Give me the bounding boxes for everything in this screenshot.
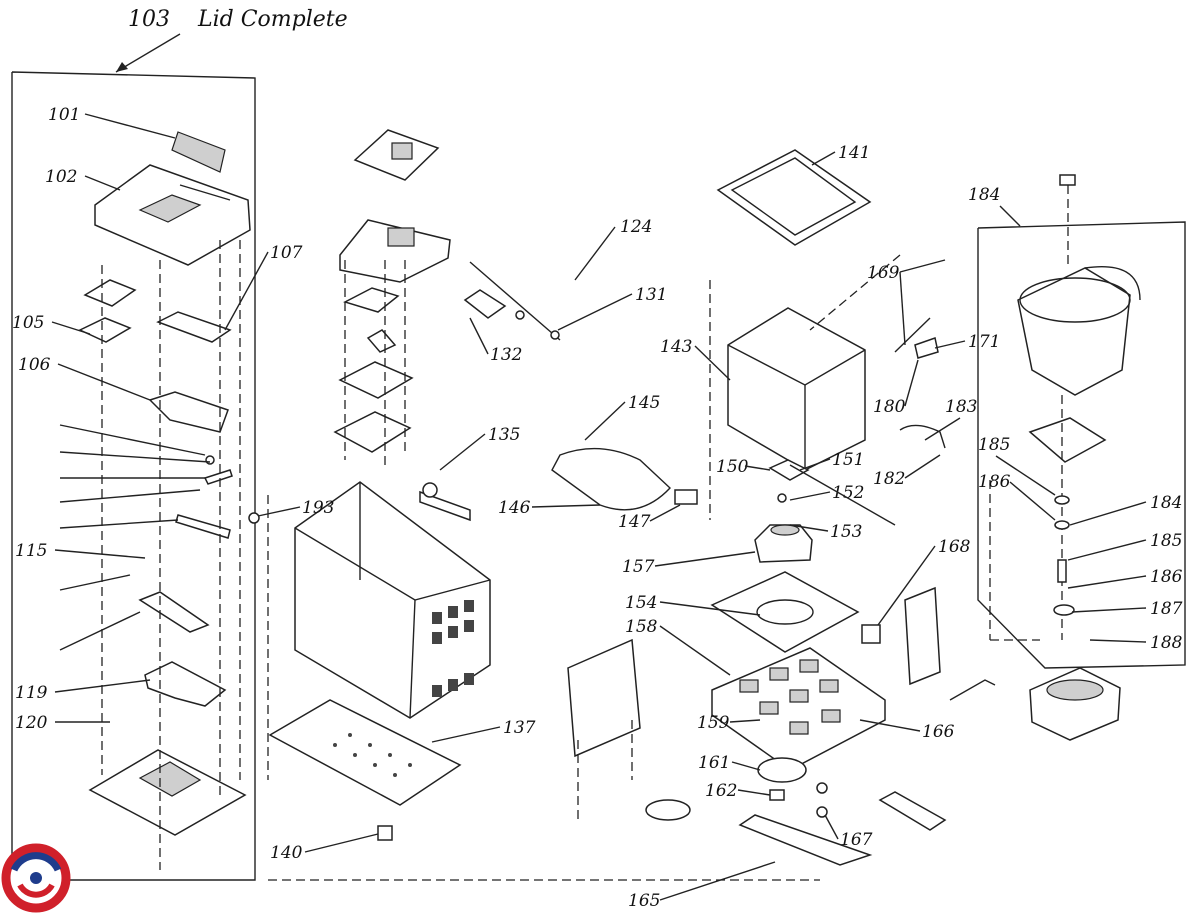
part-pan-clip	[1059, 174, 1076, 186]
part-vent-cover	[138, 591, 210, 633]
label-155: 157	[622, 557, 655, 577]
label-120: 120	[15, 713, 48, 733]
part-pan-base-plate	[1028, 417, 1107, 463]
part-171-connector	[861, 624, 881, 644]
part-control-panel	[339, 219, 451, 283]
label-151: 151	[832, 450, 864, 470]
label-145: 145	[628, 393, 660, 413]
part-side-panel-left	[567, 638, 641, 758]
label-167: 180	[873, 397, 906, 417]
label-188: 188	[1150, 633, 1183, 653]
label-165: 169	[867, 263, 900, 283]
part-161-drive-belt	[738, 814, 873, 866]
label-107: 107	[270, 243, 303, 263]
label-132: 132	[490, 345, 522, 365]
label-124: 124	[620, 217, 652, 237]
label-153: 153	[830, 522, 862, 542]
label-171: 168	[938, 537, 971, 557]
part-154-heat-shield	[710, 571, 860, 653]
label-102: 102	[45, 167, 77, 187]
label-182: 185	[978, 435, 1010, 455]
part-insulation-sheet	[338, 361, 414, 399]
label-106: 106	[18, 355, 51, 375]
label-159: 162	[705, 781, 737, 801]
part-135-heater-bracket	[419, 490, 471, 522]
part-101-window-cover	[171, 131, 226, 173]
label-140: 140	[270, 843, 303, 863]
part-193-screw	[248, 512, 260, 524]
label-157: 159	[697, 713, 730, 733]
label-168: 182	[873, 469, 905, 489]
label-161: 165	[628, 891, 660, 911]
part-155-drive-coupler	[754, 524, 813, 563]
label-101: 101	[48, 105, 80, 125]
part-156-chassis	[711, 647, 886, 771]
part-137-base-plate	[268, 699, 462, 806]
label-193: 193	[302, 498, 334, 518]
label-187: 187	[1150, 599, 1183, 619]
label-146: 146	[498, 498, 531, 518]
part-bread-pan	[1017, 267, 1131, 396]
part-150-bracket	[768, 459, 810, 481]
part-119-inner-lid	[144, 661, 227, 707]
part-143-baking-chamber	[727, 307, 866, 471]
label-150: 150	[716, 457, 749, 477]
label-152: 152	[832, 483, 864, 503]
label-166: 171	[968, 332, 1000, 352]
part-switch-bracket	[878, 791, 947, 831]
vent-slots	[432, 600, 474, 697]
lid-complete-frame	[11, 71, 256, 881]
label-154: 154	[625, 593, 657, 613]
part-107-window-frame	[156, 311, 232, 343]
label-183: 186	[978, 472, 1011, 492]
part-146-heating-element	[551, 447, 671, 511]
part-circuit-board-small	[343, 287, 400, 313]
part-side-panel-right	[904, 586, 941, 686]
part-106-hinge-bracket	[148, 391, 229, 433]
label-163: 167	[840, 830, 873, 850]
part-169-thermal-fuse	[899, 424, 946, 449]
part-147-terminal	[674, 489, 698, 505]
label-180: 184	[968, 185, 1000, 205]
part-158-small-pulley	[757, 757, 807, 783]
label-162: 166	[922, 722, 955, 742]
title-leader	[115, 33, 181, 73]
label-156: 158	[625, 617, 658, 637]
label-131: 131	[635, 285, 667, 305]
part-panel-gasket	[333, 411, 412, 453]
part-141-chamber-gasket	[716, 149, 872, 246]
title-text: Lid Complete	[197, 7, 348, 32]
label-137: 137	[503, 718, 536, 738]
part-large-pulley	[645, 799, 691, 821]
part-motor	[1029, 667, 1121, 741]
part-105-gasket	[78, 317, 132, 343]
label-119: 119	[15, 683, 48, 703]
part-frame-small	[83, 279, 137, 307]
label-147: 147	[618, 512, 651, 532]
label-169: 183	[945, 397, 977, 417]
label-105: 105	[12, 313, 44, 333]
part-hinge-bracket	[463, 289, 507, 319]
part-strip	[175, 514, 231, 539]
part-power-cord	[949, 679, 996, 701]
label-135: 135	[488, 425, 520, 445]
title-number: 103	[128, 7, 170, 32]
brand-logo	[1, 843, 71, 913]
bread-pan-frame	[977, 221, 1186, 669]
label-184: 184	[1150, 493, 1182, 513]
part-140-foot	[377, 825, 393, 841]
label-186: 186	[1150, 567, 1183, 587]
label-143: 143	[660, 337, 692, 357]
label-158: 161	[698, 753, 730, 773]
label-115: 115	[15, 541, 47, 561]
label-141: 141	[838, 143, 870, 163]
label-185: 185	[1150, 531, 1182, 551]
